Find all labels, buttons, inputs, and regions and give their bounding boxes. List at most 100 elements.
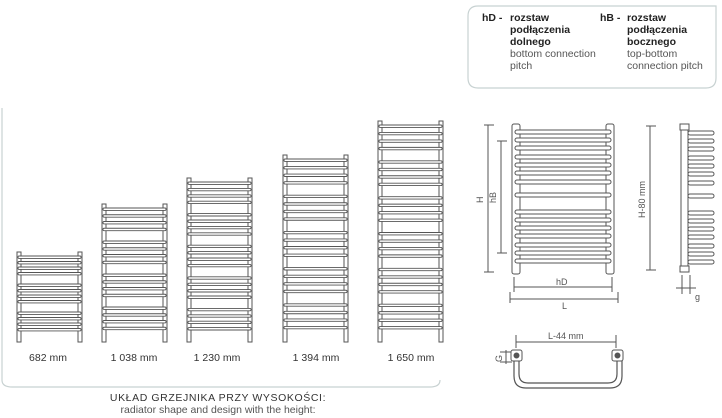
radiator-bar bbox=[283, 267, 348, 271]
radiator-bar bbox=[17, 317, 82, 321]
radiator-bar bbox=[378, 211, 443, 215]
top-view bbox=[500, 335, 623, 389]
radiator-bar bbox=[378, 203, 443, 207]
radiator-bar bbox=[102, 227, 167, 232]
radiator-bar bbox=[378, 196, 443, 200]
radiator-bar bbox=[102, 214, 167, 218]
height-label-2: 1 038 mm bbox=[110, 352, 158, 364]
legend-hb-text: rozstaw podłączenia bocznego top-bottom … bbox=[627, 12, 703, 72]
radiator-bar bbox=[283, 289, 348, 294]
front-bar bbox=[514, 179, 612, 185]
legend-hb-en-1: top-bottom bbox=[627, 48, 678, 60]
side-bar bbox=[687, 163, 715, 169]
dim-H: H bbox=[475, 197, 485, 204]
radiator-bar bbox=[187, 200, 252, 205]
radiator-bar bbox=[187, 263, 252, 268]
radiator-bar bbox=[17, 289, 82, 293]
front-bar bbox=[514, 242, 612, 248]
radiator-bar bbox=[378, 311, 443, 315]
front-bar bbox=[514, 154, 612, 160]
dim-H80: H-80 mm bbox=[637, 181, 647, 218]
radiator-bar bbox=[283, 181, 348, 185]
radiator-post bbox=[101, 203, 107, 343]
radiator-bar bbox=[17, 300, 82, 304]
radiator-bar bbox=[187, 219, 252, 223]
legend-hd-en-1: bottom connection bbox=[510, 48, 596, 60]
front-bar bbox=[514, 258, 612, 264]
radiator-bar bbox=[17, 283, 82, 287]
dim-g: g bbox=[695, 292, 700, 302]
radiator-bar bbox=[102, 293, 167, 298]
dim-hD: hD bbox=[556, 277, 568, 287]
radiator-post bbox=[162, 203, 168, 343]
radiator-bar bbox=[187, 320, 252, 325]
radiator-bar bbox=[17, 261, 82, 265]
radiator-bar bbox=[102, 221, 167, 225]
radiator-bar bbox=[283, 246, 348, 250]
side-bar bbox=[687, 193, 715, 199]
radiator-bar bbox=[17, 255, 82, 259]
front-view bbox=[484, 123, 619, 303]
radiator-bar bbox=[378, 282, 443, 287]
radiator-bar bbox=[283, 274, 348, 278]
radiator-bar bbox=[378, 232, 443, 236]
radiator-bar bbox=[102, 260, 167, 265]
height-label-3: 1 230 mm bbox=[193, 352, 241, 364]
radiator-bar bbox=[102, 273, 167, 277]
radiator-bar bbox=[187, 276, 252, 280]
radiator-bar bbox=[283, 326, 348, 330]
radiator-bar bbox=[187, 213, 252, 217]
legend-hd-code: hD - bbox=[482, 12, 503, 24]
side-bar bbox=[687, 155, 715, 161]
radiator-bar bbox=[187, 225, 252, 230]
legend-hb-en-2: connection pitch bbox=[627, 60, 703, 72]
caption-pl: UKŁAD GRZEJNIKA PRZY WYSOKOŚCI: bbox=[109, 392, 327, 404]
side-bar bbox=[687, 259, 715, 265]
radiator-bar bbox=[378, 318, 443, 322]
radiator-bar bbox=[378, 254, 443, 258]
radiator-bar bbox=[283, 173, 348, 177]
radiator-bar bbox=[283, 318, 348, 322]
side-bar bbox=[687, 171, 715, 177]
side-bar bbox=[687, 234, 715, 240]
legend-hd-pl-3: dolnego bbox=[510, 36, 551, 48]
radiator-bar bbox=[283, 194, 348, 199]
radiator-bar bbox=[187, 314, 252, 318]
radiator-bar bbox=[283, 303, 348, 307]
radiator-bar bbox=[283, 282, 348, 286]
front-bar bbox=[514, 137, 612, 143]
legend-frame bbox=[467, 5, 717, 89]
front-bar bbox=[514, 145, 612, 151]
radiator-bar bbox=[102, 287, 167, 291]
front-bar bbox=[514, 192, 612, 198]
top-view-connectors bbox=[510, 349, 624, 362]
radiator-bar bbox=[283, 202, 348, 206]
legend-hd-pl-1: rozstaw bbox=[510, 12, 550, 24]
radiator-post bbox=[377, 120, 383, 343]
radiator-bar bbox=[378, 239, 443, 243]
legend-hb-pl-3: bocznego bbox=[627, 36, 676, 48]
radiator-bar bbox=[187, 187, 252, 192]
radiator-bar bbox=[17, 328, 82, 332]
side-bar bbox=[687, 210, 715, 216]
radiator-bar bbox=[17, 322, 82, 326]
radiator-bar bbox=[17, 266, 82, 270]
radiator-bar bbox=[187, 194, 252, 198]
radiator-bar bbox=[378, 303, 443, 308]
dim-hB: hB bbox=[488, 192, 498, 203]
radiator-bar bbox=[378, 275, 443, 279]
height-label-1: 682 mm bbox=[29, 352, 67, 364]
side-bar bbox=[687, 180, 715, 186]
front-bar bbox=[514, 225, 612, 231]
radiators-frame bbox=[1, 108, 441, 388]
legend-hd-text: rozstaw podłączenia dolnego bottom conne… bbox=[510, 12, 596, 72]
radiator-bar bbox=[378, 160, 443, 164]
radiator-bar bbox=[102, 320, 167, 324]
radiator-bar bbox=[187, 289, 252, 293]
radiator-bar bbox=[187, 244, 252, 249]
radiator-bar bbox=[378, 290, 443, 294]
side-bar bbox=[687, 138, 715, 144]
dim-L44: L-44 mm bbox=[548, 331, 584, 341]
